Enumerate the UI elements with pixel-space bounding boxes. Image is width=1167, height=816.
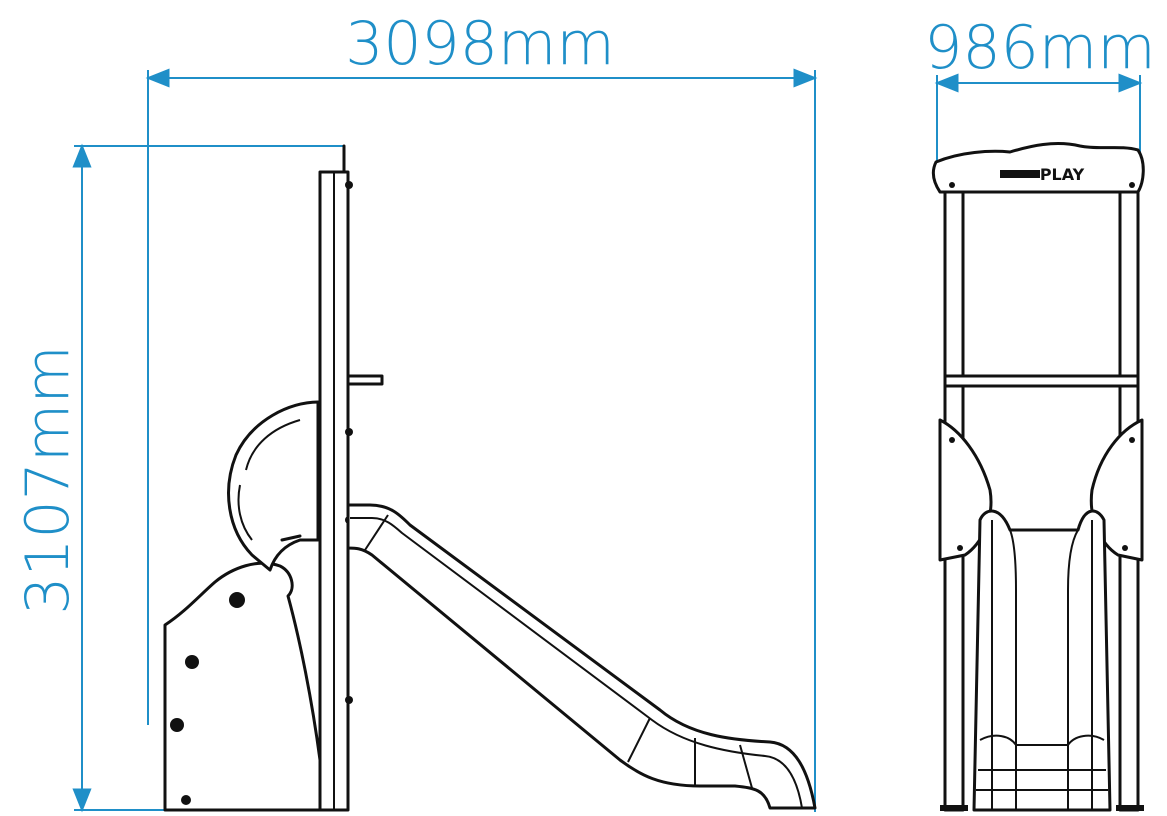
step-bar <box>280 534 302 542</box>
dimension-lines <box>72 68 1143 813</box>
climbing-hold-1 <box>229 592 245 608</box>
slide-seam-4 <box>739 744 753 789</box>
front-cross-bar <box>943 374 1140 388</box>
post-bolt-1 <box>345 181 353 189</box>
slide-lip <box>350 517 803 809</box>
slide-seam-1 <box>364 514 389 551</box>
sign-logo: PLAY <box>1040 165 1085 184</box>
sign-board <box>931 142 1145 194</box>
climbing-hold-4 <box>181 795 191 805</box>
side-view <box>163 144 817 812</box>
front-bolt-1 <box>949 182 955 188</box>
front-foot-left <box>940 805 968 811</box>
curved-rail-panel <box>227 400 320 572</box>
width-dimension-label: 986mm <box>924 13 1155 83</box>
post-bolt-2 <box>345 428 353 436</box>
front-bolt-3 <box>949 437 955 443</box>
slide-front <box>972 509 1112 812</box>
length-dimension-label: 3098mm <box>345 9 615 79</box>
handle-bar <box>346 374 384 386</box>
front-bolt-5 <box>957 545 963 551</box>
front-bolt-4 <box>1129 437 1135 443</box>
climbing-hold-3 <box>170 718 184 732</box>
height-dimension-label: 3107mm <box>13 345 83 615</box>
front-foot-right <box>1116 805 1144 811</box>
slide-front-curve <box>976 734 1108 791</box>
sign-logo-mark <box>1000 170 1040 178</box>
slide-front-bed <box>1009 529 1079 810</box>
front-bolt-6 <box>1122 545 1128 551</box>
post-bolt-4 <box>345 696 353 704</box>
guard-panel-left <box>938 418 993 562</box>
front-view: PLAY <box>931 142 1145 812</box>
climbing-panel <box>163 561 322 812</box>
rail-slot <box>237 419 301 541</box>
front-bolt-2 <box>1129 182 1135 188</box>
climbing-hold-2 <box>185 655 199 669</box>
slide-seam-2 <box>627 717 651 763</box>
